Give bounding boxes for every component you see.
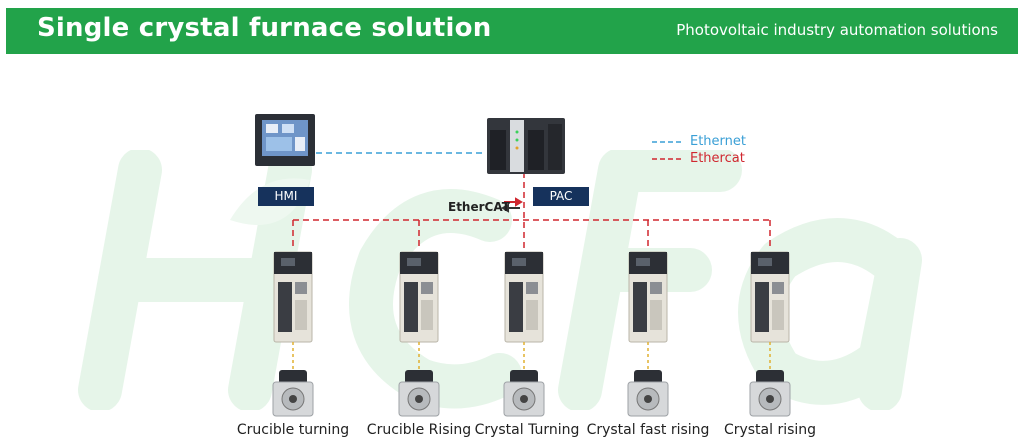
watermark-logo bbox=[78, 150, 922, 410]
hmi-icon bbox=[255, 114, 315, 166]
servo-motor-1 bbox=[272, 370, 314, 417]
drive-label-crucible-rising: Crucible Rising bbox=[366, 422, 472, 438]
page-subtitle: Photovoltaic industry automation solutio… bbox=[676, 21, 998, 39]
servo-motor-3 bbox=[503, 370, 545, 417]
servo-drive-3 bbox=[504, 251, 544, 372]
legend-ethercat-label: Ethercat bbox=[690, 151, 745, 166]
ethercat-bus bbox=[292, 172, 771, 250]
pac-icon bbox=[487, 118, 565, 174]
servo-motor-5 bbox=[749, 370, 791, 417]
page-title: Single crystal furnace solution bbox=[37, 13, 492, 43]
legend-ethernet-label: Ethernet bbox=[690, 134, 746, 149]
servo-drive-2 bbox=[399, 251, 439, 372]
servo-drive-1 bbox=[273, 251, 313, 372]
servo-motor-2 bbox=[398, 370, 440, 417]
servo-drive-5 bbox=[750, 251, 790, 372]
pac-label: PAC bbox=[533, 187, 589, 206]
header-bar: Single crystal furnace solution Photovol… bbox=[6, 8, 1018, 54]
ethercat-logo: EtherCAT bbox=[448, 200, 510, 214]
drive-label-crystal-rising: Crystal rising bbox=[723, 422, 817, 438]
ethercat-arrows-icon bbox=[501, 197, 523, 213]
drive-label-crystal-fast-rising: Crystal fast rising bbox=[586, 422, 710, 438]
hmi-label: HMI bbox=[258, 187, 314, 206]
drive-label-crystal-turning: Crystal Turning bbox=[474, 422, 580, 438]
drive-label-crucible-turning: Crucible turning bbox=[236, 422, 350, 438]
servo-motor-4 bbox=[627, 370, 669, 417]
servo-drive-4 bbox=[628, 251, 668, 372]
